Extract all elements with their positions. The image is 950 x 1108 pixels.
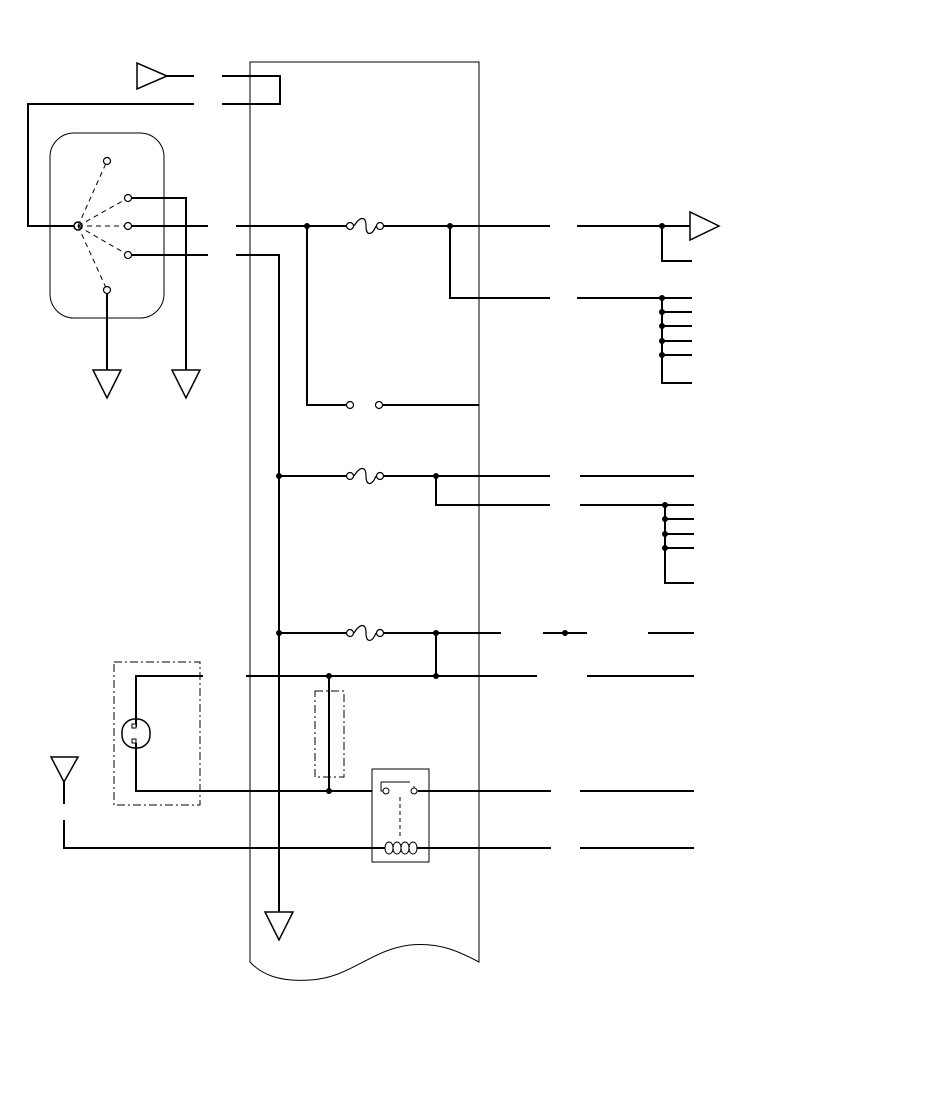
- lamp-socket-outline: [113, 661, 201, 806]
- relay-contact: [380, 781, 420, 792]
- fuse-2-terminal-left: [345, 471, 355, 481]
- switch-position-acc: [123, 193, 133, 203]
- wire-output-loop: [661, 226, 692, 262]
- switch-position-lock: [102, 285, 112, 295]
- junction-dot: [662, 545, 668, 551]
- fuse-3-element: [353, 624, 377, 642]
- connector-symbol-output: [689, 210, 721, 242]
- ground-symbol-center: [170, 369, 202, 400]
- fuse-3-terminal-right: [375, 628, 385, 638]
- contact-terminal-right: [374, 400, 384, 410]
- junction-dot: [659, 352, 665, 358]
- connector-symbol-input: [136, 61, 169, 91]
- diode-module-outline: [314, 690, 345, 778]
- junction-dot: [326, 788, 332, 794]
- wire-lamp-top: [135, 675, 203, 727]
- junction-dot: [562, 630, 568, 636]
- relay-coil: [384, 841, 418, 855]
- junction-dot: [276, 630, 282, 636]
- wire-switch-acc: [132, 197, 187, 370]
- relay: [371, 768, 430, 863]
- wire-on-branch-down: [306, 226, 346, 406]
- switch-position-start: [123, 250, 133, 260]
- junction-dot: [662, 531, 668, 537]
- wire-fuse-1-branch: [449, 226, 550, 299]
- fuse-2-element: [353, 467, 377, 485]
- fuse-3-terminal-left: [345, 628, 355, 638]
- junction-dot: [659, 309, 665, 315]
- switch-wiper-2: [77, 197, 129, 227]
- junction-dot: [662, 502, 668, 508]
- relay-housing: [371, 768, 430, 863]
- ground-symbol-bottom: [263, 911, 295, 942]
- wire-input-loop: [222, 75, 281, 105]
- wire-relay-coil-feed: [63, 820, 385, 849]
- junction-box-outline: [249, 61, 480, 981]
- wire-lamp-bottom: [135, 743, 372, 792]
- switch-wiper-4: [77, 225, 129, 256]
- bus-2-vertical: [664, 505, 694, 584]
- fuse-3: [345, 624, 385, 642]
- fuse-1-element: [353, 217, 377, 235]
- switch-position-on: [123, 221, 133, 231]
- switch-wiper-5: [77, 225, 108, 291]
- bus-1-taps: [662, 311, 692, 356]
- fuse-2: [345, 467, 385, 485]
- switch-position-off: [102, 156, 112, 166]
- fuse-1-terminal-right: [375, 221, 385, 231]
- fuse-1: [345, 217, 385, 235]
- bus-2-taps: [665, 518, 694, 549]
- wire-fuse-2-branch: [435, 476, 550, 506]
- ground-symbol-left: [91, 369, 123, 400]
- wire-battery-feed: [27, 103, 194, 227]
- fuse-2-terminal-right: [375, 471, 385, 481]
- junction-dot: [659, 323, 665, 329]
- junction-dot: [659, 338, 665, 344]
- switch-wiper-1: [77, 160, 108, 227]
- contact-terminal-left: [345, 400, 355, 410]
- fuse-1-terminal-left: [345, 221, 355, 231]
- junction-dot: [662, 516, 668, 522]
- wire-start-feed: [236, 254, 280, 912]
- antenna-symbol: [49, 756, 80, 784]
- junction-dot: [276, 473, 282, 479]
- junction-dot: [659, 295, 665, 301]
- junction-dot: [433, 673, 439, 679]
